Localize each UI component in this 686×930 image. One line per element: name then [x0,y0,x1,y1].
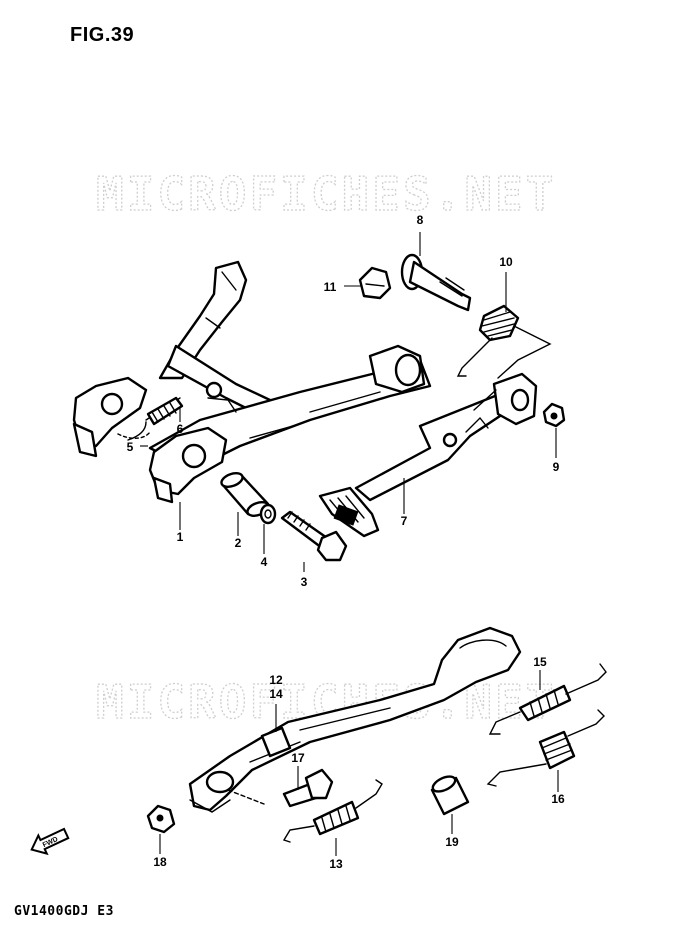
figure-title: FIG.39 [70,24,135,46]
callout-4: 4 [261,555,268,569]
callout-1: 1 [177,530,184,544]
callout-19: 19 [445,835,459,849]
part-12-side-stand [188,626,522,813]
part-9-nut [542,402,566,428]
callout-6: 6 [177,422,184,436]
callout-15: 15 [533,655,547,669]
callout-17: 17 [291,751,305,765]
part-16-spring [486,709,605,787]
stand-frame-assembly [72,260,432,504]
part-2-collar [220,472,270,517]
part-8-pivot-bolt [400,253,472,312]
callout-18: 18 [153,855,167,869]
part-19-collar [430,775,470,816]
callout-9: 9 [553,460,560,474]
callout-12: 12 [269,673,283,687]
callout-3: 3 [301,575,308,589]
stand-bracket-14 [260,726,292,758]
stand-lever-7 [318,392,514,538]
callout-7: 7 [401,514,408,528]
callout-16: 16 [551,792,565,806]
part-10-coil-spring [456,304,552,379]
spring-6 [127,396,184,441]
watermark-top: MICROFICHES.NET [96,167,556,221]
callout-10: 10 [499,255,513,269]
pivot-bracket [473,372,538,426]
callout-11: 11 [324,280,337,294]
part-18-nut [146,804,176,834]
callout-13: 13 [329,857,343,871]
arrow-left-icon: FWD [30,827,70,856]
part-3-bolt [280,510,348,562]
callout-8: 8 [417,213,424,227]
callout-2: 2 [235,536,242,550]
part-13-spring [282,779,383,843]
callout-5: 5 [127,440,134,454]
callout-14: 14 [269,687,283,701]
model-code: GV1400GDJ E3 [14,904,114,919]
part-15-spring [488,663,607,735]
part-11-cap-nut [358,266,392,300]
part-17-pin-bolt [282,768,334,808]
part-4-washer [259,503,277,525]
